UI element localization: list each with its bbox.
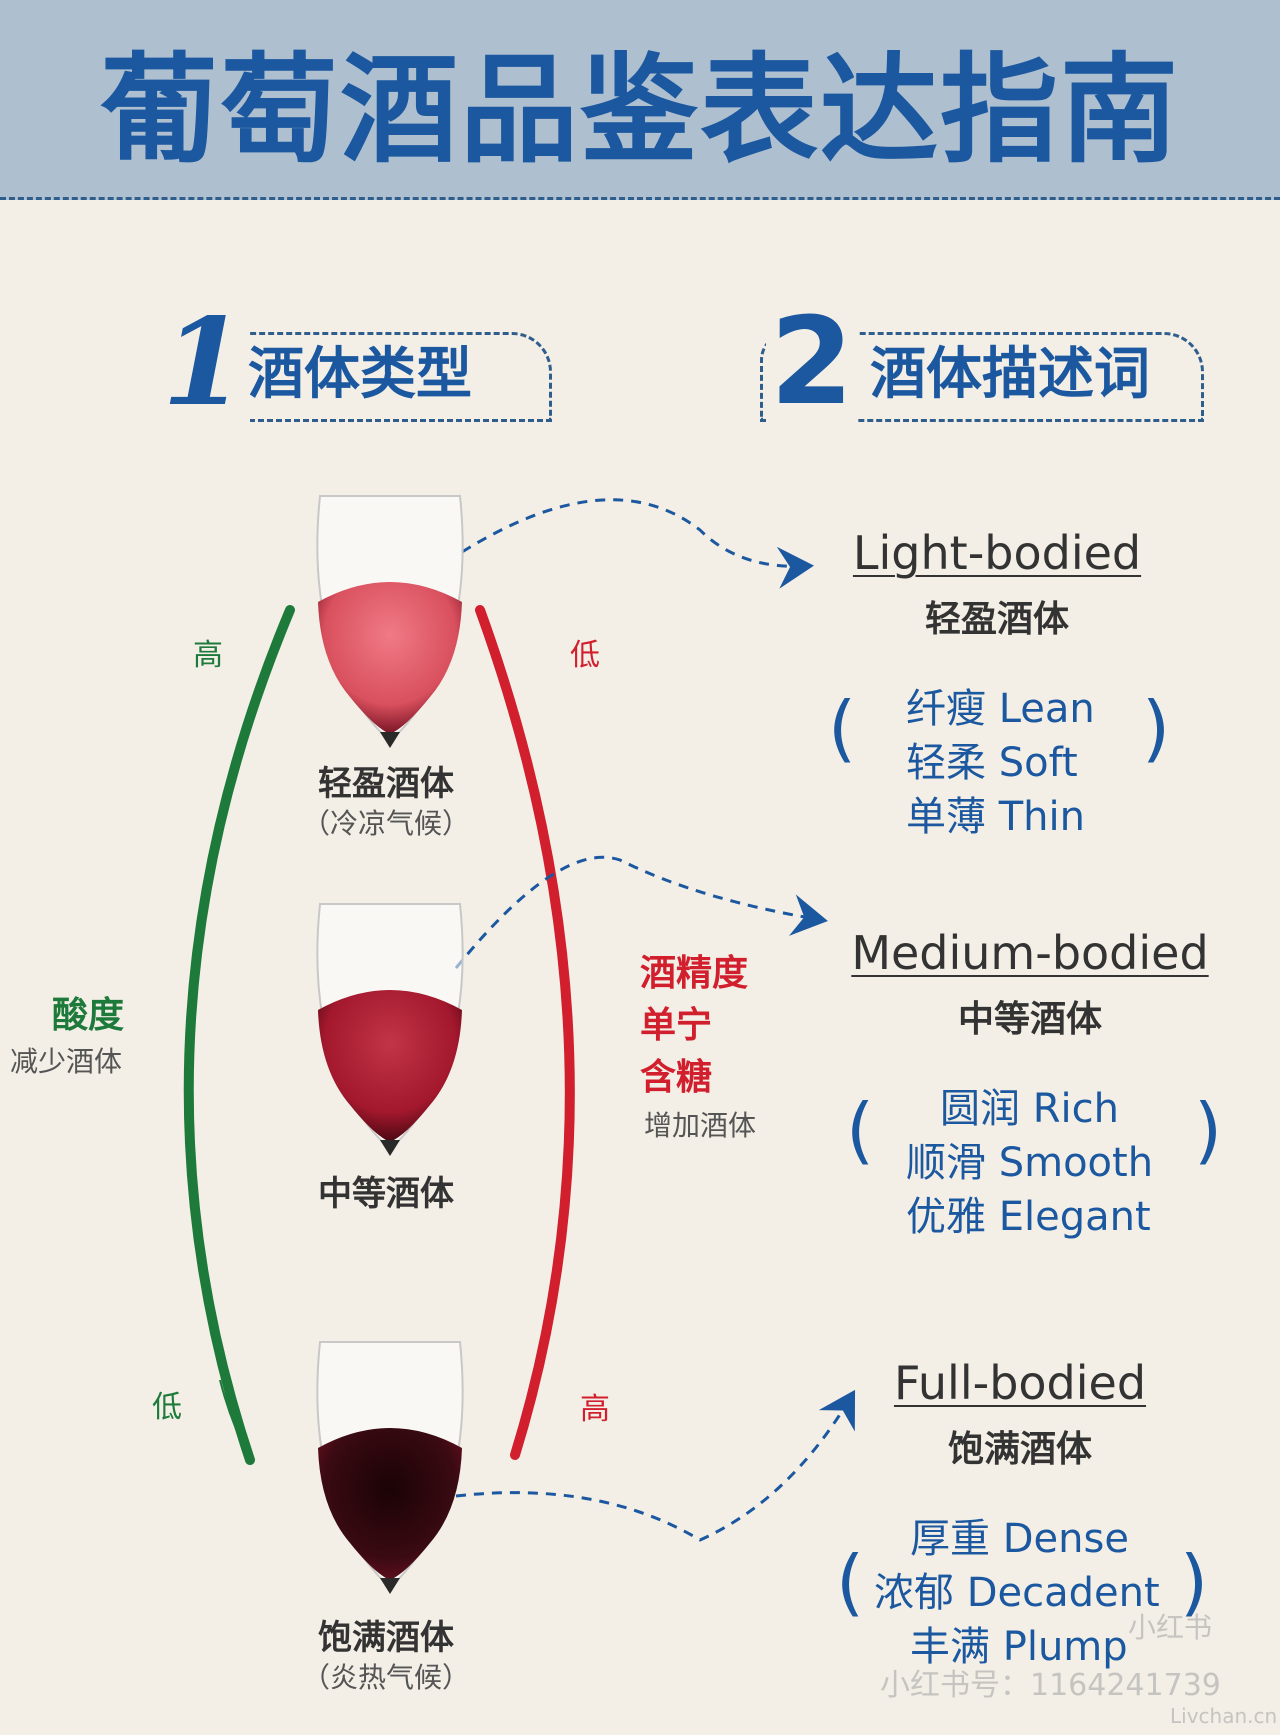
- descriptor-word: 纤瘦 Lean: [906, 686, 1095, 732]
- glass-label-medium: 中等酒体: [318, 1174, 454, 1214]
- paren-close-medium: ): [1194, 1088, 1223, 1172]
- acidity-low-label: 低: [152, 1390, 182, 1425]
- watermark-site: Livchan.cn: [1170, 1704, 1278, 1728]
- paren-open-medium: (: [846, 1088, 875, 1172]
- descriptor-title-full: Full-bodied: [893, 1356, 1147, 1410]
- descriptor-subtitle-light: 轻盈酒体: [924, 599, 1069, 640]
- descriptor-title-light: Light-bodied: [852, 526, 1142, 580]
- acidity-arc-taper: [219, 1379, 251, 1461]
- descriptor-word: 单薄 Thin: [906, 794, 1085, 840]
- tannin-label: 单宁: [640, 1005, 713, 1046]
- acidity-label: 酸度: [52, 995, 125, 1036]
- arrow-medium: [454, 855, 828, 969]
- arrow-light: [461, 498, 814, 589]
- watermark-badge: 小红书: [1128, 1611, 1213, 1644]
- glass-note-full: （炎热气候）: [301, 1661, 470, 1694]
- descriptor-word: 丰满 Plump: [910, 1624, 1128, 1670]
- paren-close-full: ): [1180, 1540, 1209, 1624]
- section-heading-body-type: 1 酒体类型: [158, 298, 552, 428]
- wine-glass-medium: [316, 903, 464, 1156]
- acidity-high-label: 高: [193, 638, 223, 673]
- header-banner: 葡萄酒品鉴表达指南: [0, 0, 1280, 200]
- descriptor-word: 优雅 Elegant: [906, 1194, 1151, 1240]
- alcohol-high-label: 高: [580, 1392, 610, 1427]
- alcohol-arc: [475, 605, 575, 1460]
- wine-glass-full: [316, 1341, 464, 1594]
- alcohol-low-label: 低: [570, 638, 600, 673]
- descriptor-word: 圆润 Rich: [940, 1086, 1119, 1132]
- descriptor-subtitle-medium: 中等酒体: [957, 999, 1102, 1040]
- glass-note-light: （冷凉气候）: [301, 807, 470, 840]
- paren-open-full: (: [836, 1540, 865, 1624]
- section-label: 酒体描述词: [870, 342, 1150, 407]
- arrow-full: [455, 1389, 856, 1542]
- sugar-label: 含糖: [640, 1057, 713, 1098]
- page-title: 葡萄酒品鉴表达指南: [99, 41, 1180, 179]
- descriptor-word: 顺滑 Smooth: [906, 1140, 1154, 1186]
- descriptor-word: 浓郁 Decadent: [874, 1570, 1160, 1616]
- alcohol-label: 酒精度: [640, 953, 749, 994]
- descriptor-word: 轻柔 Soft: [906, 740, 1078, 786]
- section-heading-descriptors: 2 酒体描述词: [760, 298, 1204, 428]
- descriptor-title-medium: Medium-bodied: [851, 926, 1209, 980]
- descriptor-word: 厚重 Dense: [910, 1516, 1129, 1562]
- acidity-arc: [183, 605, 295, 1465]
- wine-glass-light: [316, 495, 464, 748]
- section-number: 1: [158, 298, 250, 428]
- paren-open-light: (: [828, 686, 857, 770]
- dashed-frame: [760, 332, 1204, 422]
- section-label: 酒体类型: [248, 342, 472, 407]
- acidity-note: 减少酒体: [10, 1045, 123, 1078]
- descriptor-subtitle-full: 饱满酒体: [947, 1429, 1092, 1470]
- alcohol-note: 增加酒体: [644, 1109, 757, 1142]
- paren-close-light: ): [1142, 686, 1171, 770]
- section-number: 2: [766, 298, 858, 428]
- glass-label-full: 饱满酒体: [318, 1618, 454, 1658]
- watermark-id: 小红书号：1164241739: [880, 1668, 1221, 1703]
- glass-label-light: 轻盈酒体: [318, 764, 454, 804]
